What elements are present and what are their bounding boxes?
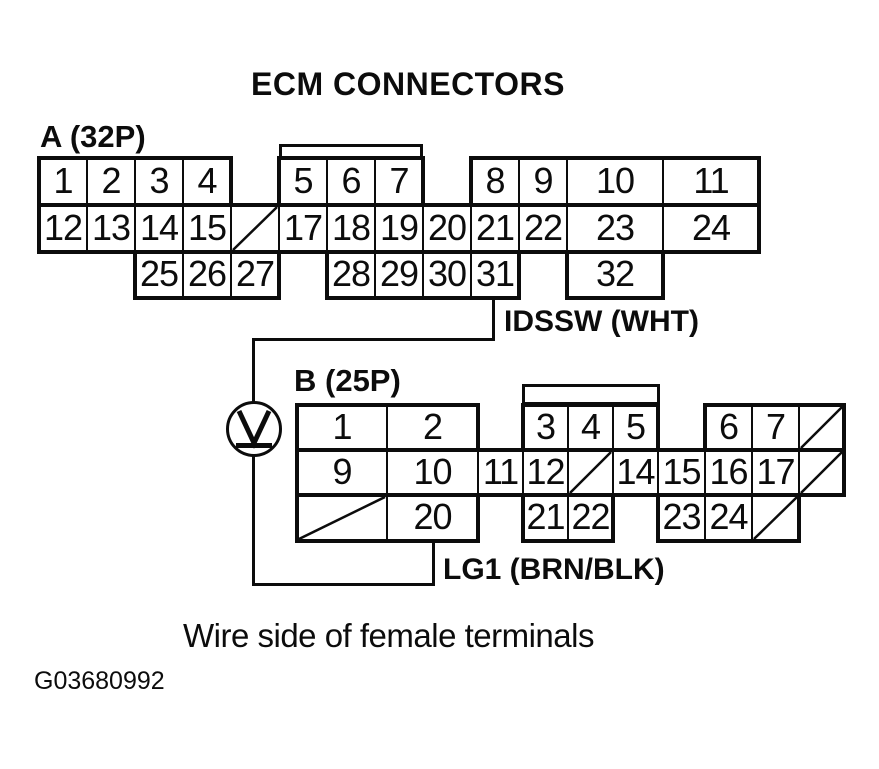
- pin-cell-a-24: 24: [663, 205, 759, 252]
- pin-cell-b-10: 10: [387, 450, 478, 495]
- pin-cell-a-6: 6: [327, 158, 375, 205]
- pin-cell-a-31: 31: [471, 252, 519, 298]
- pin-cell-a-3: 3: [135, 158, 183, 205]
- pin-cell-a-20: 20: [423, 205, 471, 252]
- pin-cell-b-12: 12: [523, 450, 568, 495]
- connector-a-label: A (32P): [40, 119, 146, 154]
- pin-cell-a-32: 32: [567, 252, 663, 298]
- pin-cell-b-5: 5: [613, 405, 658, 450]
- connector-b-index-tab: [522, 384, 660, 405]
- pin-cell-b-21: 21: [523, 495, 568, 541]
- pin-cell-b-1: 1: [297, 405, 387, 450]
- pin-cell-a-7: 7: [375, 158, 423, 205]
- pin-cell-b-17: 17: [752, 450, 799, 495]
- pin-cell-a-18: 18: [327, 205, 375, 252]
- pin-cell-b-14: 14: [613, 450, 658, 495]
- figure-id: G03680992: [34, 667, 165, 695]
- pin-cell-a-26: 26: [183, 252, 231, 298]
- pin-cell-a-10: 10: [567, 158, 663, 205]
- pin-cell-b-7: 7: [752, 405, 799, 450]
- blocked-cell: [752, 495, 799, 541]
- wire-segment: [252, 583, 435, 586]
- caption: Wire side of female terminals: [183, 617, 594, 654]
- blocked-cell: [231, 205, 279, 252]
- blocked-cell: [799, 450, 844, 495]
- pin-cell-a-12: 12: [39, 205, 87, 252]
- pin-cell-a-9: 9: [519, 158, 567, 205]
- pin-cell-a-25: 25: [135, 252, 183, 298]
- blocked-cell: [799, 405, 844, 450]
- wire-label-lg1: LG1 (BRN/BLK): [443, 553, 665, 586]
- wire-segment: [492, 298, 495, 340]
- pin-cell-a-27: 27: [231, 252, 279, 298]
- pin-cell-a-4: 4: [183, 158, 231, 205]
- pin-cell-a-23: 23: [567, 205, 663, 252]
- pin-cell-a-5: 5: [279, 158, 327, 205]
- connector-b-label: B (25P): [294, 363, 401, 398]
- pin-cell-b-22: 22: [568, 495, 613, 541]
- pin-cell-a-13: 13: [87, 205, 135, 252]
- pin-cell-b-3: 3: [523, 405, 568, 450]
- wire-segment: [252, 338, 255, 404]
- pin-cell-b-23: 23: [658, 495, 705, 541]
- pin-cell-b-6: 6: [705, 405, 752, 450]
- wire-segment: [252, 338, 495, 341]
- pin-cell-a-15: 15: [183, 205, 231, 252]
- voltmeter-icon: [226, 401, 282, 457]
- pin-cell-b-20: 20: [387, 495, 478, 541]
- pin-cell-a-1: 1: [39, 158, 87, 205]
- pin-cell-a-17: 17: [279, 205, 327, 252]
- pin-cell-a-19: 19: [375, 205, 423, 252]
- wire-label-idssw: IDSSW (WHT): [504, 305, 699, 338]
- wire-segment: [252, 456, 255, 586]
- blocked-cell: [297, 495, 387, 541]
- pin-cell-a-22: 22: [519, 205, 567, 252]
- pin-cell-a-30: 30: [423, 252, 471, 298]
- pin-cell-a-11: 11: [663, 158, 759, 205]
- pin-cell-b-15: 15: [658, 450, 705, 495]
- diagram-title: ECM CONNECTORS: [251, 66, 565, 102]
- wire-segment: [432, 541, 435, 586]
- pin-cell-a-2: 2: [87, 158, 135, 205]
- pin-cell-a-8: 8: [471, 158, 519, 205]
- pin-cell-a-21: 21: [471, 205, 519, 252]
- pin-cell-b-9: 9: [297, 450, 387, 495]
- pin-cell-a-14: 14: [135, 205, 183, 252]
- pin-cell-b-11: 11: [478, 450, 523, 495]
- pin-cell-b-2: 2: [387, 405, 478, 450]
- pin-cell-b-16: 16: [705, 450, 752, 495]
- pin-cell-a-29: 29: [375, 252, 423, 298]
- blocked-cell: [568, 450, 613, 495]
- pin-cell-b-24: 24: [705, 495, 752, 541]
- pin-cell-a-28: 28: [327, 252, 375, 298]
- pin-cell-b-4: 4: [568, 405, 613, 450]
